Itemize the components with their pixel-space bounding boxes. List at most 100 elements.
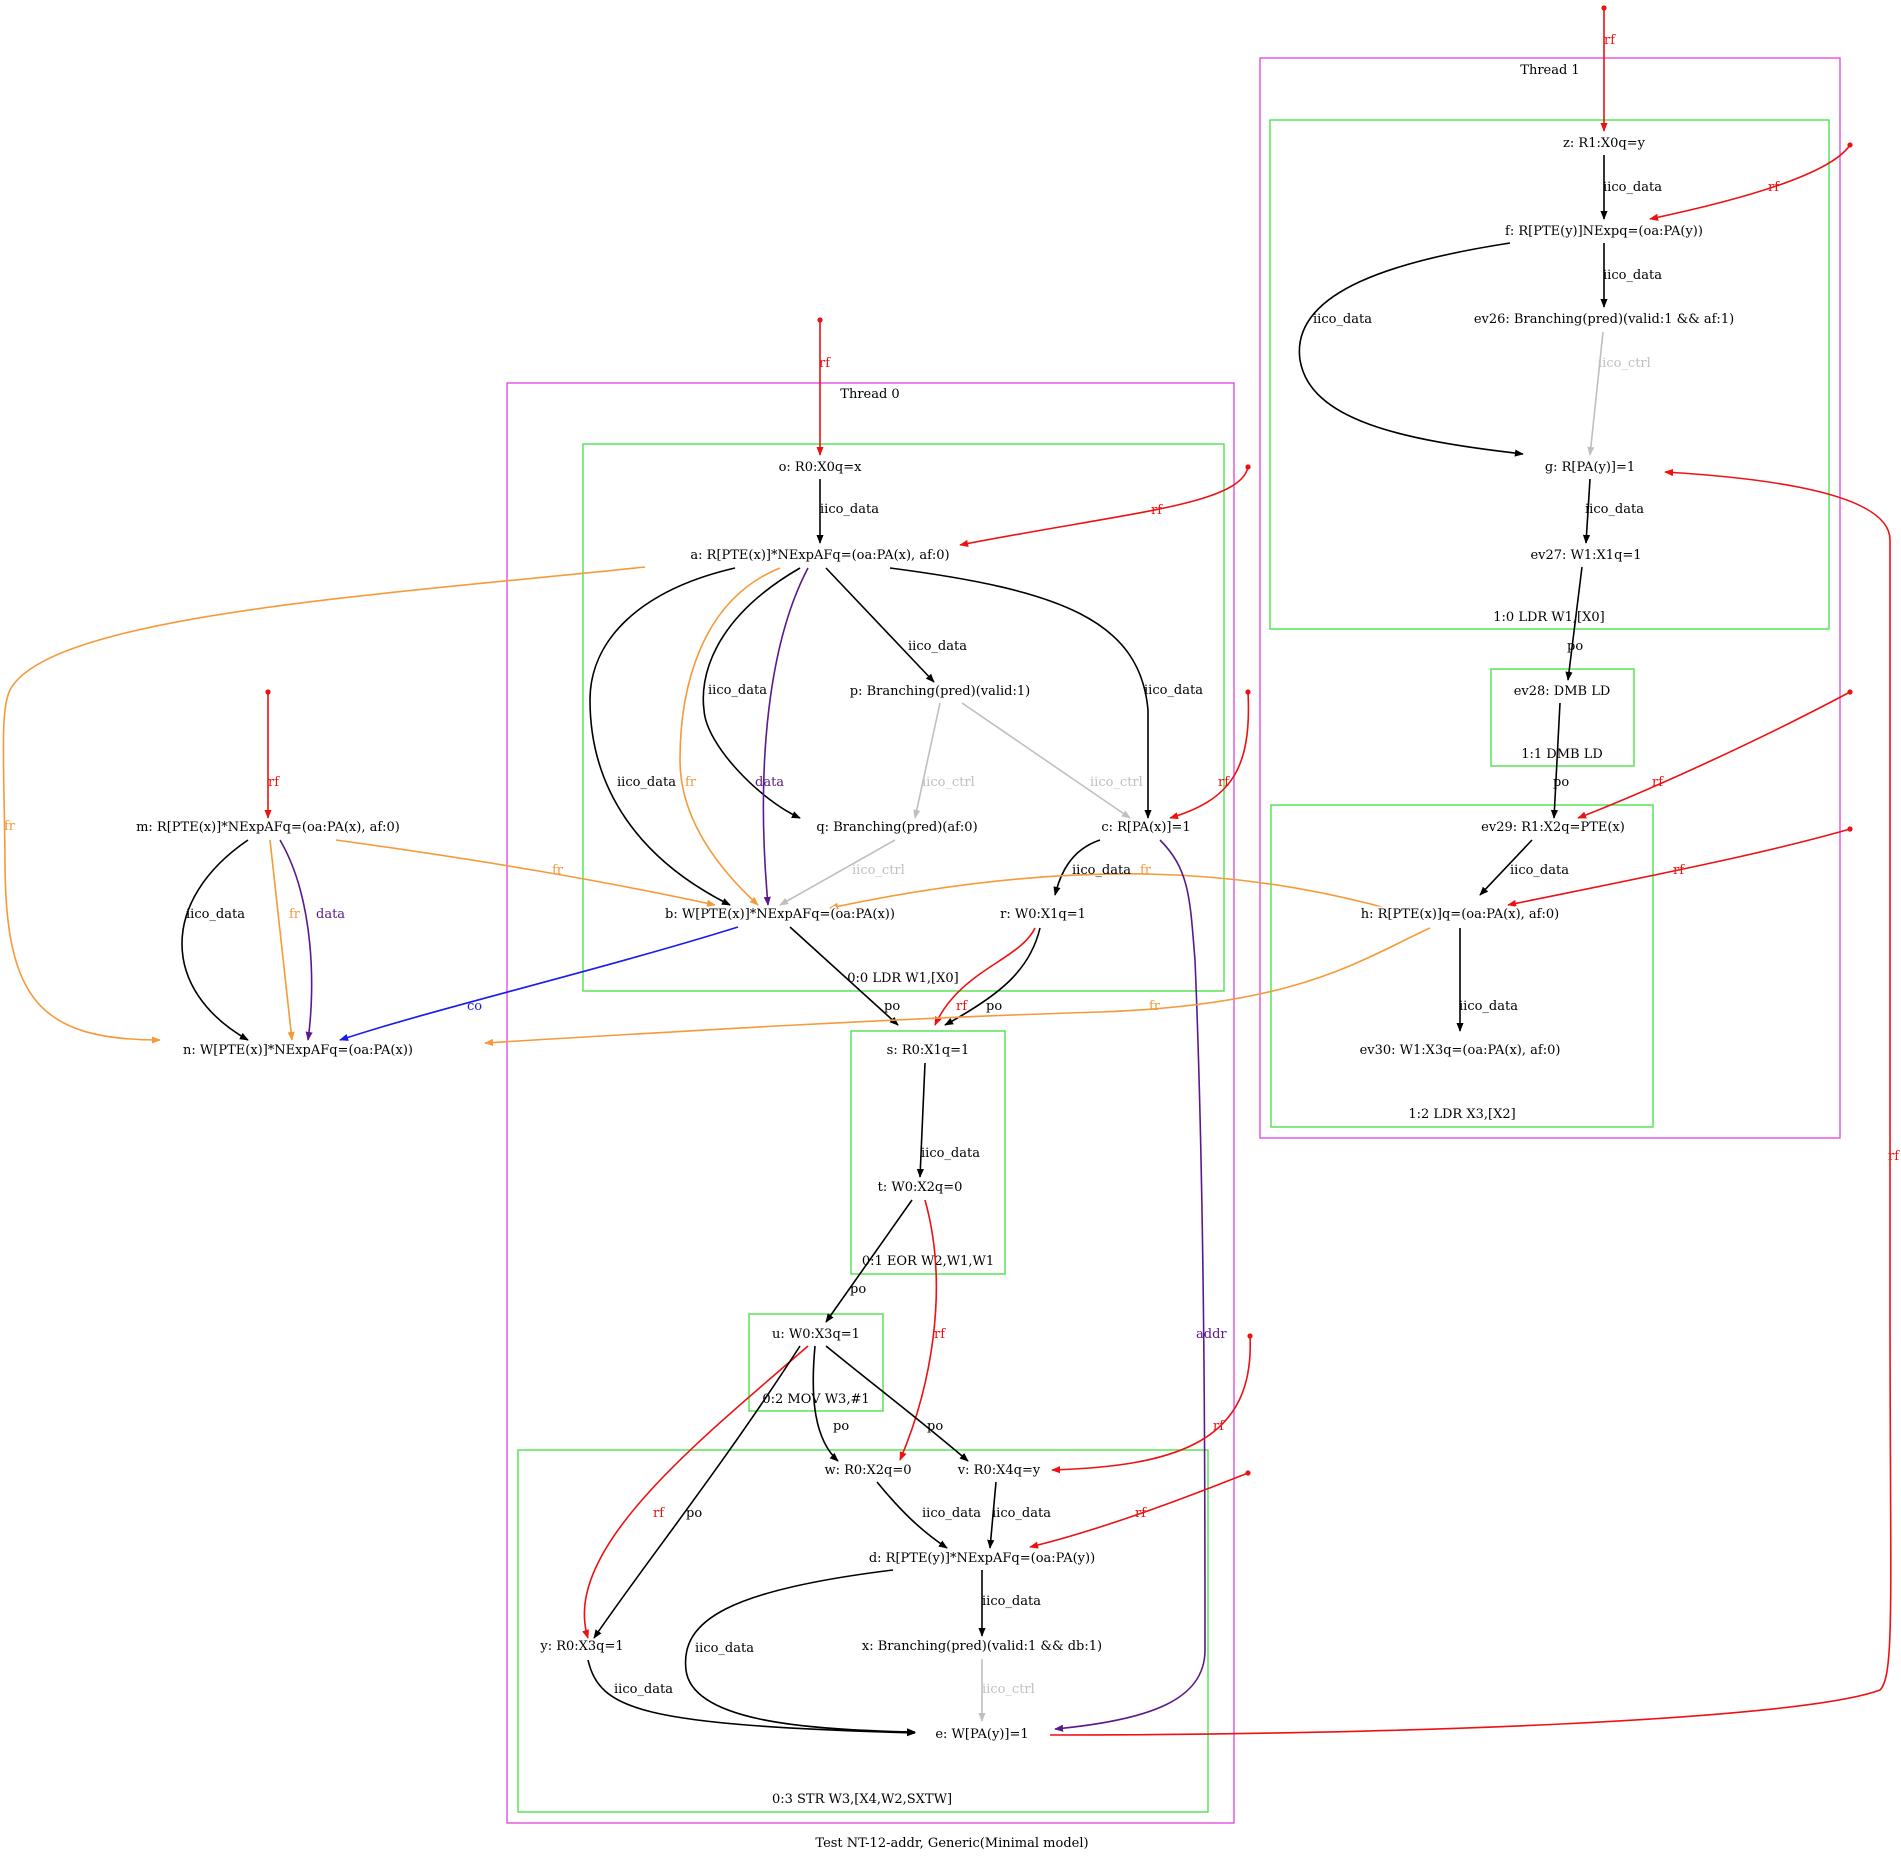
edge-label: iico_data	[617, 775, 676, 790]
instruction-1-2-cluster: 1:2 LDR X3,[X2]	[1270, 804, 1654, 1128]
thread-0-cluster: Thread 0	[506, 382, 1235, 1824]
edge-label: iico_ctrl	[922, 775, 975, 790]
event-z: z: R1:X0q=y	[1563, 136, 1646, 151]
edge-label: rf	[1151, 503, 1163, 518]
edge-rf-r-s	[934, 927, 1036, 1026]
edge-fr-a-b	[679, 567, 781, 906]
edge-label: iico_data	[992, 1506, 1051, 1521]
thread-1-cluster: Thread 1	[1259, 57, 1841, 1139]
edge-labels: rf iico_data rf iico_data iico_data iico…	[4, 33, 1900, 1697]
edge-label: iico_data	[820, 502, 879, 517]
edge-label: iico_data	[1603, 268, 1662, 283]
event-ev27: ev27: W1:X1q=1	[1530, 548, 1641, 563]
edge-iico-data-w-d	[876, 1481, 948, 1549]
edge-rf-u-y	[582, 1345, 809, 1639]
edge-label: fr	[552, 863, 564, 878]
edge-label: iico_ctrl	[1598, 356, 1651, 371]
edge-label: rf	[1604, 33, 1616, 48]
edge-label: iico_data	[1603, 180, 1662, 195]
edge-label: po	[833, 1419, 849, 1434]
edge-label: rf	[1218, 775, 1230, 790]
event-ev26: ev26: Branching(pred)(valid:1 && af:1)	[1474, 312, 1734, 327]
edge-label: fr	[685, 775, 697, 790]
event-ev28: ev28: DMB LD	[1514, 684, 1611, 699]
edge-label: po	[686, 1506, 702, 1521]
edge-label: iico_data	[695, 1641, 754, 1656]
edge-label: iico_data	[614, 1682, 673, 1697]
event-b: b: W[PTE(x)]*NExpAFq=(oa:PA(x))	[665, 907, 895, 922]
edge-label: iico_data	[1144, 683, 1203, 698]
edge-co-b-n	[339, 926, 739, 1041]
event-n: n: W[PTE(x)]*NExpAFq=(oa:PA(x))	[183, 1043, 413, 1058]
event-q: q: Branching(pred)(af:0)	[816, 820, 977, 835]
edge-iico-data-a-c	[889, 567, 1152, 819]
edge-label: rf	[1213, 1419, 1225, 1434]
edge-label: rf	[1652, 775, 1664, 790]
edge-label: iico_data	[1072, 863, 1131, 878]
event-f: f: R[PTE(y)]NExpq=(oa:PA(y))	[1505, 224, 1703, 239]
edge-iico-data-f-g	[1298, 242, 1524, 457]
edge-rf-init-d	[1029, 1472, 1249, 1549]
instruction-0-1-cluster: 0:1 EOR W2,W1,W1	[850, 1030, 1006, 1275]
edge-iico-data-m-n	[181, 839, 249, 1041]
edge-po-u-w	[812, 1345, 839, 1462]
edge-label: addr	[1196, 1327, 1227, 1342]
edge-label: rf	[956, 999, 968, 1014]
edge-iico-data-d-e	[684, 1569, 916, 1736]
event-u: u: W0:X3q=1	[772, 1327, 860, 1342]
edge-iico-data-s-t	[916, 1062, 926, 1178]
edge-po-b-s	[789, 926, 899, 1026]
edge-label: fr	[1149, 999, 1161, 1014]
event-d: d: R[PTE(y)]*NExpAFq=(oa:PA(y))	[869, 1551, 1095, 1566]
edge-label: data	[755, 775, 784, 790]
edge-iico-data-c-r	[1053, 839, 1101, 896]
instruction-0-0-cluster: 0:0 LDR W1,[X0]	[582, 443, 1225, 992]
event-y: y: R0:X3q=1	[539, 1639, 623, 1654]
edge-label: po	[1553, 775, 1569, 790]
edge-label: co	[467, 999, 482, 1014]
edge-addr-c-e	[1054, 839, 1206, 1732]
instruction-0-1-label: 0:1 EOR W2,W1,W1	[862, 1254, 994, 1269]
edge-iico-data-ev29-h	[1479, 839, 1533, 896]
edge-iico-data-a-p	[825, 567, 935, 683]
edge-label: iico_data	[922, 1506, 981, 1521]
edge-iico-data-a-q	[702, 567, 801, 819]
edge-fr-m-n	[269, 839, 295, 1041]
event-c: c: R[PA(x)]=1	[1101, 820, 1190, 835]
instruction-0-3-cluster: 0:3 STR W3,[X4,W2,SXTW]	[517, 1449, 1209, 1813]
event-m: m: R[PTE(x)]*NExpAFq=(oa:PA(x), af:0)	[136, 820, 400, 835]
edge-label: iico_data	[982, 1594, 1041, 1609]
edge-po-r-s	[944, 927, 1041, 1026]
edge-iico-ctrl-q-b	[779, 839, 896, 906]
instruction-0-3-label: 0:3 STR W3,[X4,W2,SXTW]	[772, 1792, 952, 1807]
edge-label: iico_data	[1313, 312, 1372, 327]
thread-0-label: Thread 0	[840, 387, 899, 402]
edge-iico-ctrl-p-q	[913, 702, 941, 819]
edge-label: po	[927, 1419, 943, 1434]
edge-po-ev27-ev28	[1565, 566, 1583, 681]
event-t: t: W0:X2q=0	[878, 1180, 963, 1195]
event-s: s: R0:X1q=1	[887, 1043, 970, 1058]
event-v: v: R0:X4q=y	[957, 1463, 1041, 1478]
edge-iico-data-v-d	[987, 1481, 997, 1549]
edge-label: fr	[1140, 863, 1152, 878]
event-x: x: Branching(pred)(valid:1 && db:1)	[862, 1639, 1102, 1654]
edge-data-a-b	[762, 567, 809, 906]
edge-label: iico_ctrl	[1090, 775, 1143, 790]
event-nodes: o: R0:X0q=x a: R[PTE(x)]*NExpAFq=(oa:PA(…	[134, 134, 1736, 1744]
edge-fr-a-n	[2, 566, 646, 1044]
event-e: e: W[PA(y)]=1	[935, 1727, 1028, 1742]
edge-rf-init-f	[1649, 144, 1851, 221]
thread-1-label: Thread 1	[1520, 63, 1579, 78]
edge-iico-data-g-ev27	[1582, 478, 1591, 544]
instruction-1-1-cluster: 1:1 DMB LD	[1490, 668, 1635, 767]
edge-fr-h-n	[484, 927, 1431, 1047]
edge-rf-init-ev29	[1577, 691, 1851, 819]
edge-data-m-n	[279, 839, 313, 1041]
edges	[2, 8, 1892, 1737]
edge-rf-init-a	[959, 466, 1249, 547]
edge-label: rf	[653, 1506, 665, 1521]
edge-fr-h-b	[829, 873, 1394, 911]
event-o: o: R0:X0q=x	[779, 460, 863, 475]
